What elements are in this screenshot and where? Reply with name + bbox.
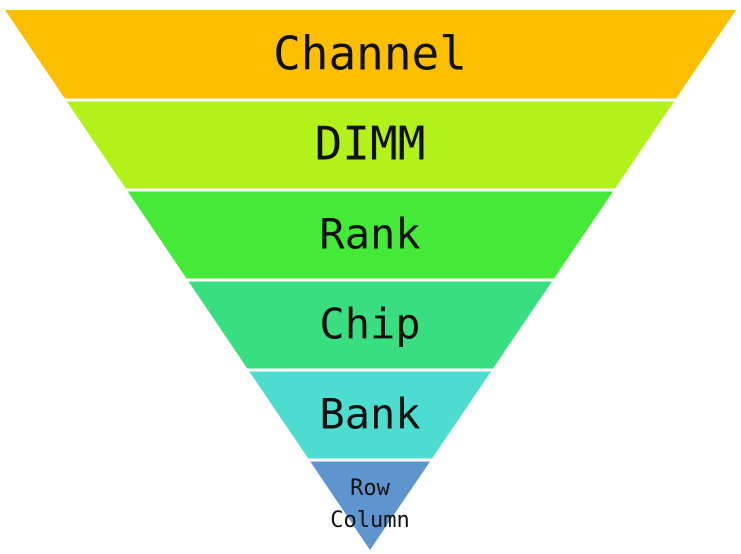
funnel-segment-row-column — [310, 461, 430, 550]
funnel-label-channel: Channel — [273, 27, 467, 81]
funnel-level-chip: Chip — [188, 281, 552, 369]
funnel-label-rank: Rank — [319, 210, 420, 259]
funnel-label-column: Column — [330, 508, 409, 533]
funnel-label-bank: Bank — [319, 390, 420, 439]
funnel-level-dimm: DIMM — [66, 101, 675, 189]
funnel-segment-bank — [249, 371, 491, 459]
funnel-level-bank: Bank — [249, 371, 491, 459]
funnel-segment-chip — [188, 281, 552, 369]
funnel-segment-dimm — [66, 101, 675, 189]
funnel-label-chip: Chip — [319, 300, 420, 349]
funnel-level-channel: Channel — [5, 10, 736, 99]
funnel-label-dimm: DIMM — [315, 117, 426, 171]
funnel-level-rank: Rank — [127, 191, 613, 279]
funnel-segment-channel — [5, 10, 736, 99]
funnel-segment-rank — [127, 191, 613, 279]
funnel-label-row: Row — [350, 476, 390, 501]
